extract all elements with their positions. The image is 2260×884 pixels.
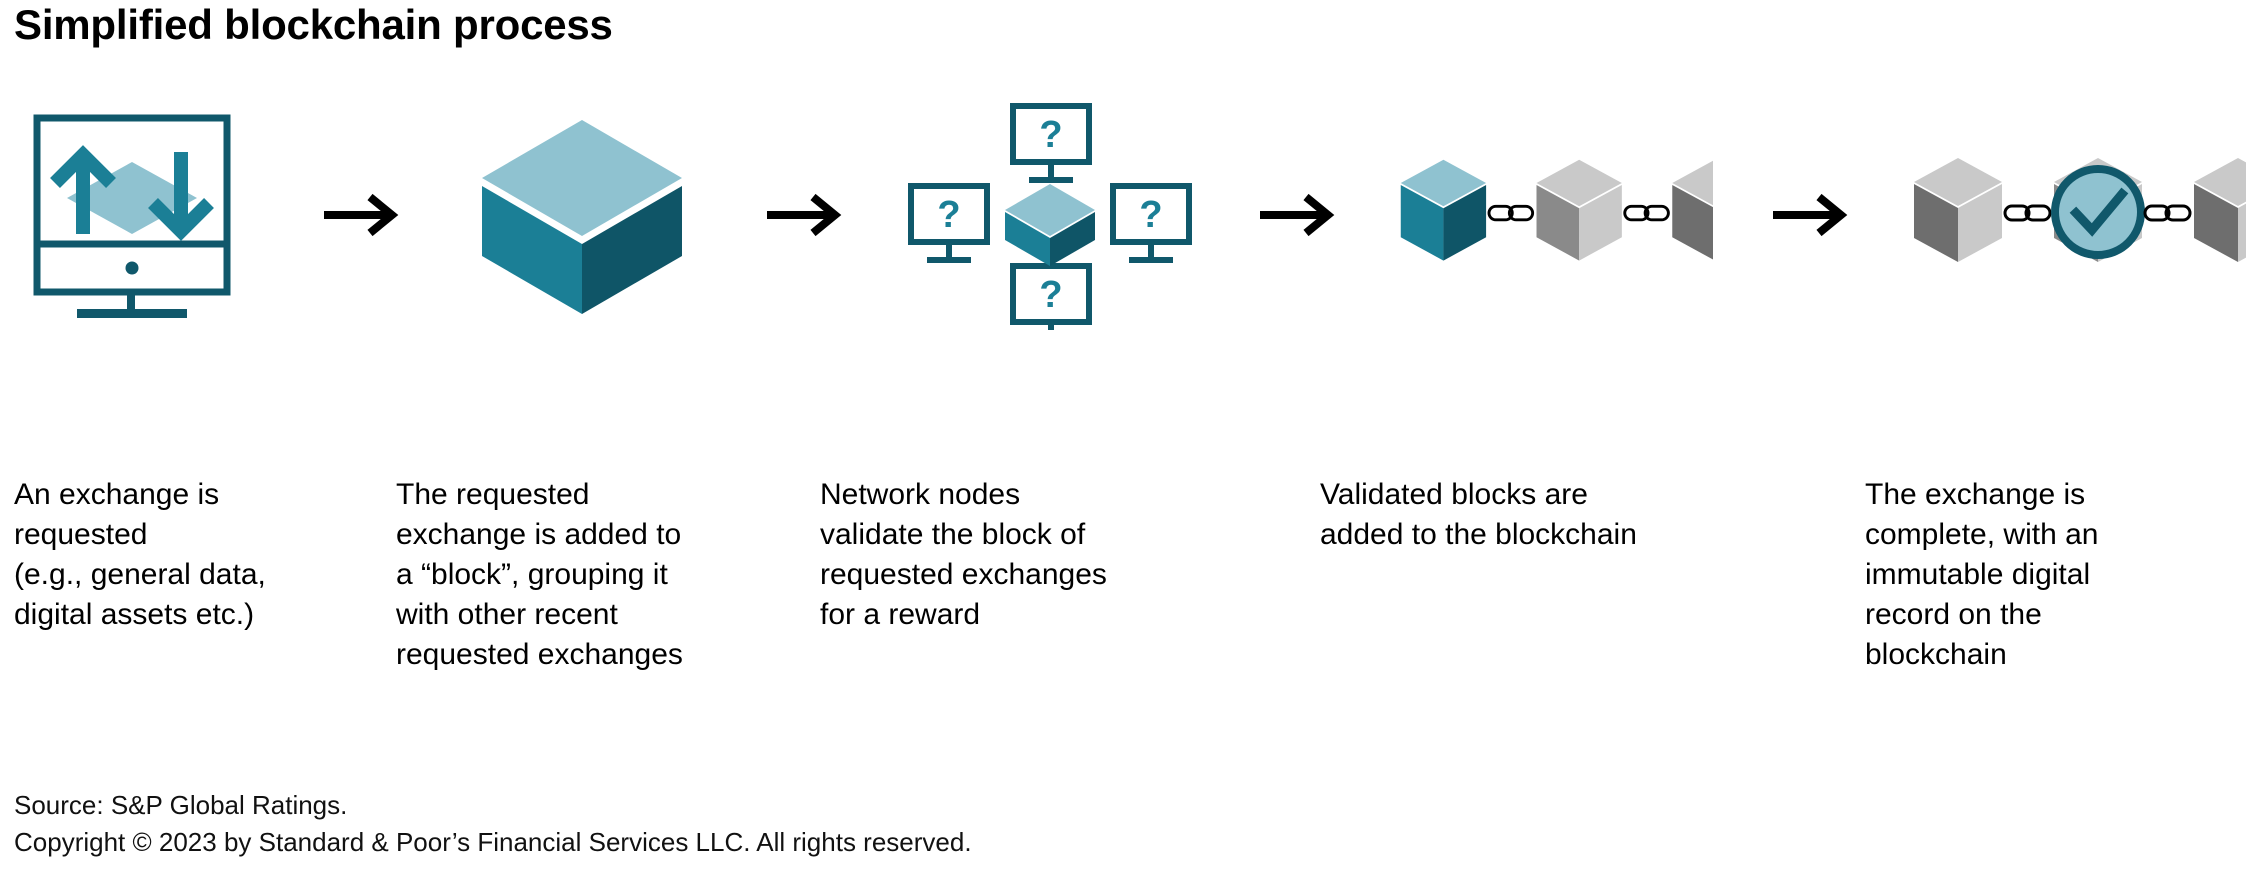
step-2-artwork	[457, 100, 707, 330]
block-cube-validated	[1400, 159, 1487, 261]
block-cube-gray-3	[1914, 158, 2002, 262]
step-1-artwork	[14, 100, 264, 330]
step-4-artwork	[1393, 100, 1713, 330]
svg-text:?: ?	[1139, 194, 1162, 236]
blockchain-linked-cubes-icon	[1400, 159, 1713, 261]
chain-link-3	[2003, 204, 2052, 222]
block-cube-gray-5	[2194, 158, 2246, 262]
flow-arrow-3	[1200, 100, 1393, 330]
step-1-caption: An exchange is requested (e.g., general …	[14, 478, 266, 631]
svg-text:?: ?	[937, 194, 960, 236]
block-cube-gray-1	[1536, 159, 1622, 261]
arrow-right-icon	[766, 193, 841, 237]
arrow-right-icon	[323, 193, 398, 237]
chain-link-4	[2143, 204, 2192, 222]
check-circle-icon	[2051, 165, 2145, 259]
process-flow-row: ? ? ?	[14, 100, 2246, 330]
footer: Source: S&P Global Ratings. Copyright © …	[14, 787, 972, 862]
chain-link-1	[1487, 204, 1535, 222]
copyright-note: Copyright © 2023 by Standard & Poor’s Fi…	[14, 827, 972, 858]
center-block-cube-icon	[1005, 184, 1095, 266]
blockchain-verified-icon	[1914, 158, 2246, 262]
monitor-exchange-icon	[33, 114, 231, 318]
node-monitor-right: ?	[1110, 183, 1192, 263]
svg-text:?: ?	[1039, 114, 1062, 156]
svg-text:?: ?	[1039, 274, 1062, 316]
flow-arrow-2	[707, 100, 900, 330]
step-3-caption: Network nodes validate the block of requ…	[820, 478, 1107, 631]
step-5-artwork	[1906, 100, 2246, 330]
network-nodes-icon: ? ? ?	[908, 103, 1192, 330]
chain-link-2	[1623, 204, 1670, 222]
node-monitor-left: ?	[908, 183, 990, 263]
step-2-caption: The requested exchange is added to a “bl…	[396, 478, 683, 671]
block-cube-gray-2	[1672, 160, 1713, 260]
node-monitor-top: ?	[1010, 103, 1092, 183]
step-5-caption: The exchange is complete, with an immuta…	[1865, 478, 2099, 671]
node-monitor-bottom: ?	[1010, 263, 1092, 330]
arrow-right-icon	[1772, 193, 1847, 237]
block-cube-icon	[482, 120, 682, 314]
step-3-artwork: ? ? ?	[900, 100, 1200, 330]
flow-arrow-1	[264, 100, 457, 330]
page-title: Simplified blockchain process	[14, 1, 613, 48]
arrow-right-icon	[1259, 193, 1334, 237]
source-note: Source: S&P Global Ratings.	[14, 789, 348, 820]
step-4-caption: Validated blocks are added to the blockc…	[1320, 478, 1637, 551]
process-captions-row: An exchange is requested (e.g., general …	[14, 475, 2246, 674]
flow-arrow-4	[1713, 100, 1906, 330]
